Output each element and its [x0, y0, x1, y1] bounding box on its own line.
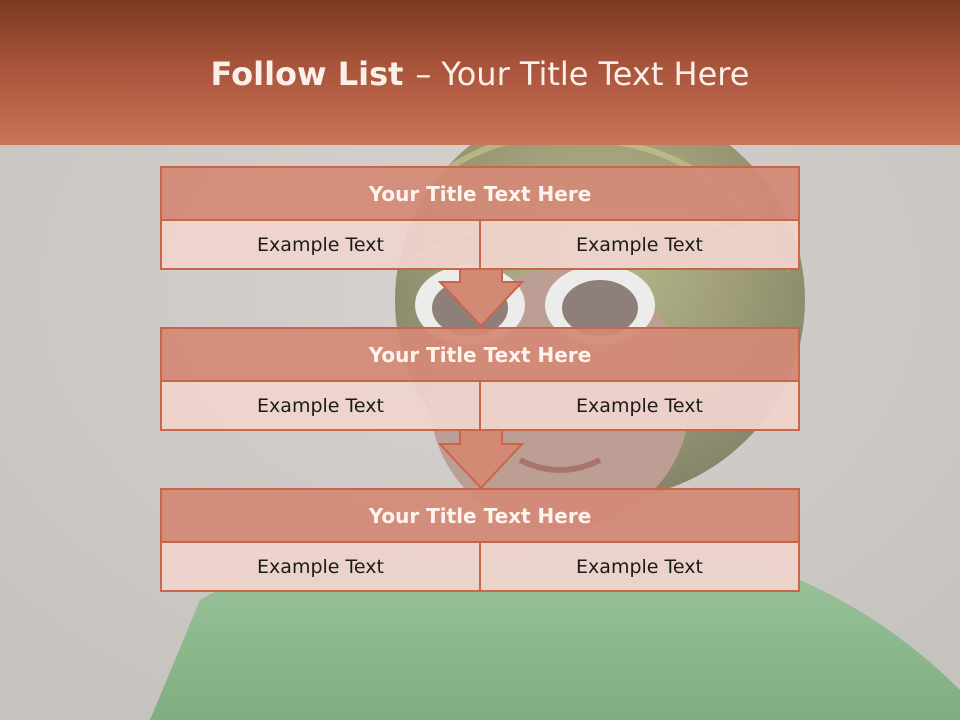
title-bold: Follow List	[210, 55, 404, 93]
block-title: Your Title Text Here	[160, 488, 800, 543]
block-title: Your Title Text Here	[160, 166, 800, 221]
block-cell-right: Example Text	[481, 382, 800, 431]
block-row: Example Text Example Text	[160, 543, 800, 592]
block-row: Example Text Example Text	[160, 221, 800, 270]
block-cell-left: Example Text	[160, 382, 481, 431]
block-cell-left: Example Text	[160, 221, 481, 270]
list-block: Your Title Text Here Example Text Exampl…	[160, 488, 800, 592]
block-cell-right: Example Text	[481, 221, 800, 270]
down-arrow-icon	[438, 268, 524, 328]
list-block: Your Title Text Here Example Text Exampl…	[160, 166, 800, 270]
block-cell-left: Example Text	[160, 543, 481, 592]
block-cell-right: Example Text	[481, 543, 800, 592]
title-rest: Your Title Text Here	[441, 55, 750, 93]
title-separator: –	[415, 55, 432, 93]
slide-title: Follow List–Your Title Text Here	[0, 55, 960, 93]
list-block: Your Title Text Here Example Text Exampl…	[160, 327, 800, 431]
block-row: Example Text Example Text	[160, 382, 800, 431]
down-arrow-icon	[438, 430, 524, 490]
header-band	[0, 0, 960, 145]
block-title: Your Title Text Here	[160, 327, 800, 382]
